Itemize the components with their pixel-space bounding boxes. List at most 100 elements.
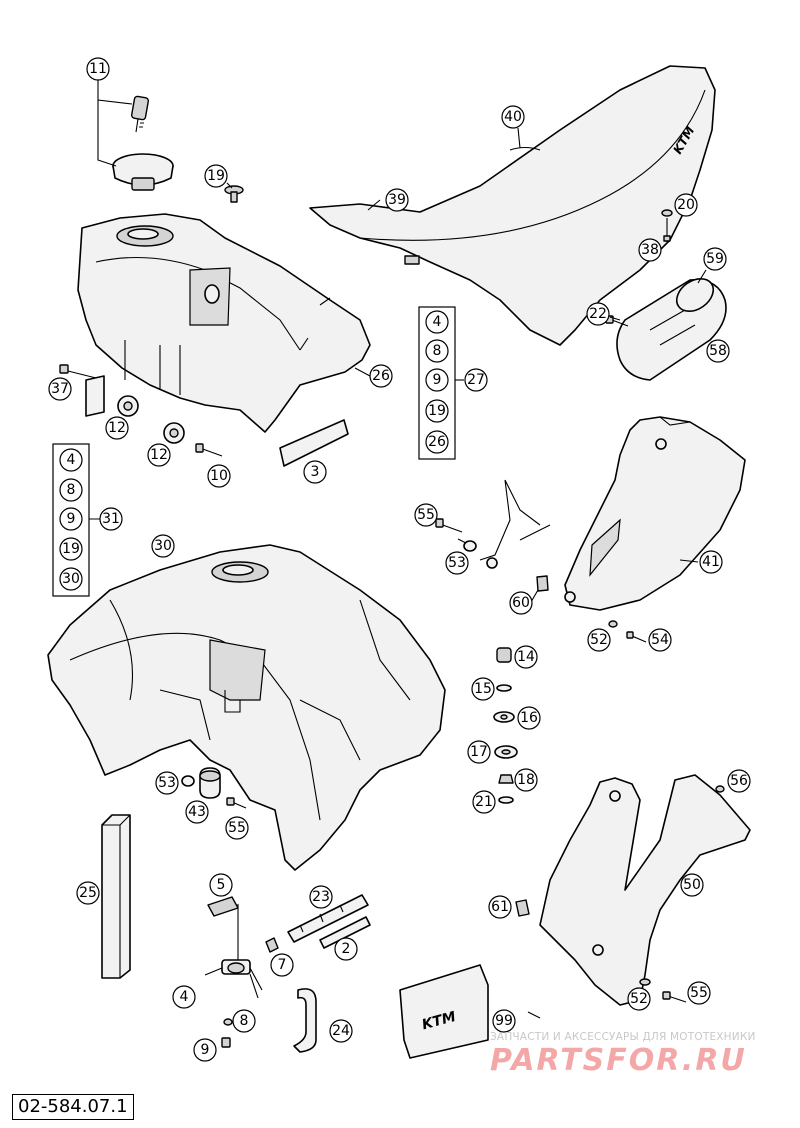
callout-31[interactable]: 31 <box>99 507 123 531</box>
callout-8[interactable]: 8 <box>232 1009 256 1033</box>
svg-text:99: 99 <box>495 1013 513 1029</box>
callout-37[interactable]: 37 <box>48 377 72 401</box>
callout-54[interactable]: 54 <box>648 628 672 652</box>
svg-text:14: 14 <box>517 649 535 665</box>
svg-text:37: 37 <box>51 381 69 397</box>
callout-59[interactable]: 59 <box>703 247 727 271</box>
callout-5[interactable]: 5 <box>209 873 233 897</box>
group-31-item: 19 <box>62 541 80 557</box>
callout-52-lower[interactable]: 52 <box>627 987 651 1011</box>
svg-text:38: 38 <box>641 242 659 258</box>
callout-26[interactable]: 26 <box>369 364 393 388</box>
group-31-item: 30 <box>62 571 80 587</box>
svg-text:58: 58 <box>709 343 727 359</box>
callout-2[interactable]: 2 <box>334 937 358 961</box>
svg-text:25: 25 <box>79 885 97 901</box>
callout-20[interactable]: 20 <box>674 193 698 217</box>
callout-56[interactable]: 56 <box>727 769 751 793</box>
svg-text:5: 5 <box>217 877 226 893</box>
group-27-item: 19 <box>428 403 446 419</box>
callout-24[interactable]: 24 <box>329 1019 353 1043</box>
group-box-31: 4 8 9 19 30 <box>52 443 90 597</box>
svg-text:12: 12 <box>108 420 126 436</box>
screw-55-upper <box>435 518 463 533</box>
svg-text:27: 27 <box>467 372 485 388</box>
callout-10[interactable]: 10 <box>207 464 231 488</box>
svg-text:61: 61 <box>491 899 509 915</box>
svg-text:26: 26 <box>372 368 390 384</box>
svg-text:55: 55 <box>228 820 246 836</box>
fuel-tank-large <box>47 544 446 871</box>
callout-12-lower[interactable]: 12 <box>147 443 171 467</box>
callout-15[interactable]: 15 <box>471 677 495 701</box>
callout-39[interactable]: 39 <box>385 188 409 212</box>
seat-washer-screw <box>661 209 673 242</box>
callout-17[interactable]: 17 <box>467 740 491 764</box>
callout-60[interactable]: 60 <box>509 591 533 615</box>
svg-text:54: 54 <box>651 632 669 648</box>
svg-text:2: 2 <box>342 941 351 957</box>
group-27-item: 26 <box>428 434 446 450</box>
drawing-number: 02-584.07.1 <box>12 1094 134 1120</box>
washer-52-upper <box>608 620 618 628</box>
svg-text:20: 20 <box>677 197 695 213</box>
svg-text:18: 18 <box>517 772 535 788</box>
callout-9[interactable]: 9 <box>193 1038 217 1062</box>
callout-53-upper[interactable]: 53 <box>445 551 469 575</box>
svg-text:8: 8 <box>240 1013 249 1029</box>
callout-3[interactable]: 3 <box>303 460 327 484</box>
fuel-hose-2 <box>319 916 371 949</box>
callout-40[interactable]: 40 <box>501 105 525 129</box>
callout-30[interactable]: 30 <box>151 534 175 558</box>
callout-58[interactable]: 58 <box>706 339 730 363</box>
callout-61[interactable]: 61 <box>488 895 512 919</box>
callout-16[interactable]: 16 <box>517 706 541 730</box>
svg-text:55: 55 <box>690 985 708 1001</box>
washer-52-lower <box>639 978 651 986</box>
svg-text:59: 59 <box>706 251 724 267</box>
screw-55-bottom <box>662 991 687 1003</box>
callout-21[interactable]: 21 <box>472 790 496 814</box>
svg-text:7: 7 <box>278 957 287 973</box>
callout-53-lower[interactable]: 53 <box>155 771 179 795</box>
callout-19[interactable]: 19 <box>204 164 228 188</box>
rubber-bushing-lower <box>163 422 185 444</box>
callout-55-bottom[interactable]: 55 <box>687 981 711 1005</box>
callout-22[interactable]: 22 <box>586 302 610 326</box>
rubber-buffer-43 <box>199 767 221 799</box>
screw-54 <box>626 631 647 643</box>
rubber-bushing-upper <box>117 395 139 417</box>
adhesive-strip <box>279 419 349 467</box>
svg-text:4: 4 <box>180 989 189 1005</box>
callout-99[interactable]: 99 <box>492 1009 516 1033</box>
callout-25[interactable]: 25 <box>76 881 100 905</box>
callouts: 11 19 40 39 20 38 59 22 58 26 37 12 12 1… <box>48 57 751 1062</box>
callout-41[interactable]: 41 <box>699 550 723 574</box>
callout-4[interactable]: 4 <box>172 985 196 1009</box>
breather-valve <box>224 185 244 203</box>
callout-43[interactable]: 43 <box>185 800 209 824</box>
callout-50[interactable]: 50 <box>680 873 704 897</box>
group-31-item: 4 <box>67 452 76 468</box>
callout-38[interactable]: 38 <box>638 238 662 262</box>
callout-55-lower[interactable]: 55 <box>225 816 249 840</box>
callout-12-upper[interactable]: 12 <box>105 416 129 440</box>
callout-23[interactable]: 23 <box>309 885 333 909</box>
frame-outline <box>479 479 551 569</box>
screw <box>195 443 223 457</box>
svg-text:53: 53 <box>158 775 176 791</box>
screw-55-lower <box>226 797 247 809</box>
callout-7[interactable]: 7 <box>270 953 294 977</box>
callout-14[interactable]: 14 <box>514 645 538 669</box>
bolt-with-clip <box>59 364 105 417</box>
svg-text:23: 23 <box>312 889 330 905</box>
callout-27[interactable]: 27 <box>464 368 488 392</box>
side-cover-left <box>539 774 751 1006</box>
svg-text:15: 15 <box>474 681 492 697</box>
callout-52-upper[interactable]: 52 <box>587 628 611 652</box>
svg-text:39: 39 <box>388 192 406 208</box>
callout-55-upper[interactable]: 55 <box>414 503 438 527</box>
svg-text:52: 52 <box>630 991 648 1007</box>
callout-18[interactable]: 18 <box>514 768 538 792</box>
callout-11[interactable]: 11 <box>86 57 110 81</box>
